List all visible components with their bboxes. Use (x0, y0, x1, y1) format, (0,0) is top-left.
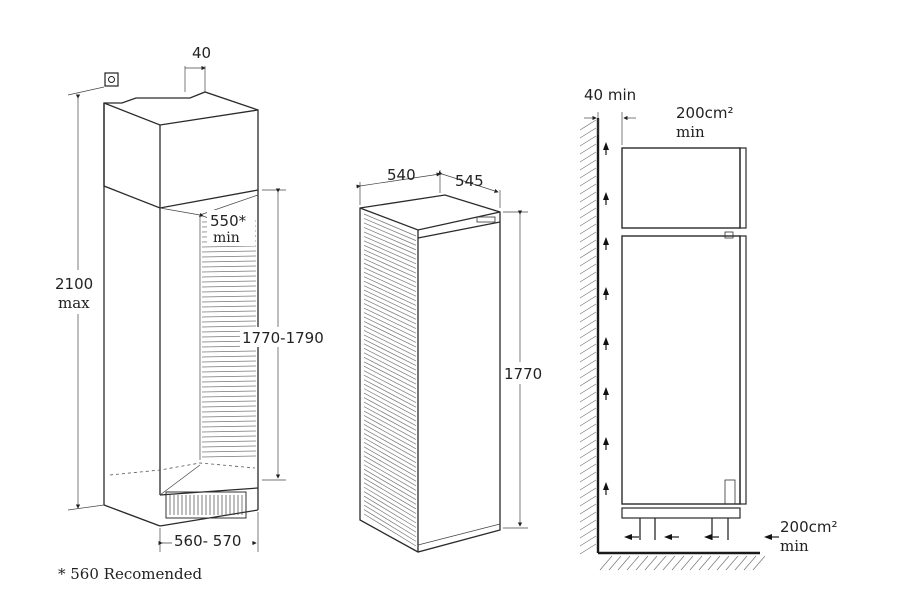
power-socket-icon (104, 72, 119, 87)
bottom-vent-qualifier: min (780, 537, 809, 555)
dim-appliance-width: 540 (387, 166, 416, 184)
dim-niche-height: 1770-1790 (242, 329, 324, 347)
dim-wall-gap: 40 min (584, 86, 636, 104)
dim-depth-qualifier: min (213, 230, 240, 246)
dim-height-value: 2100 (55, 275, 93, 293)
dim-appliance-height: 1770 (504, 365, 542, 383)
dim-top-depth: 40 (192, 44, 211, 62)
top-vent-qualifier: min (676, 123, 705, 141)
footnote: * 560 Recomended (58, 565, 203, 583)
top-vent-area: 200cm² (676, 104, 734, 122)
bottom-vent-area: 200cm² (780, 518, 838, 536)
dim-height-qualifier: max (58, 294, 90, 312)
cabinet-figure: 40 2100 max 550* min 1770-1790 560- 570 (52, 44, 324, 552)
ventilation-figure: 40 min 200cm² min 200cm² min (579, 86, 838, 571)
dim-cabinet-width: 560- 570 (174, 532, 241, 550)
dim-depth-value: 550* (210, 212, 247, 230)
dim-appliance-depth: 545 (455, 172, 484, 190)
appliance-figure: 540 545 1770 (356, 166, 546, 553)
